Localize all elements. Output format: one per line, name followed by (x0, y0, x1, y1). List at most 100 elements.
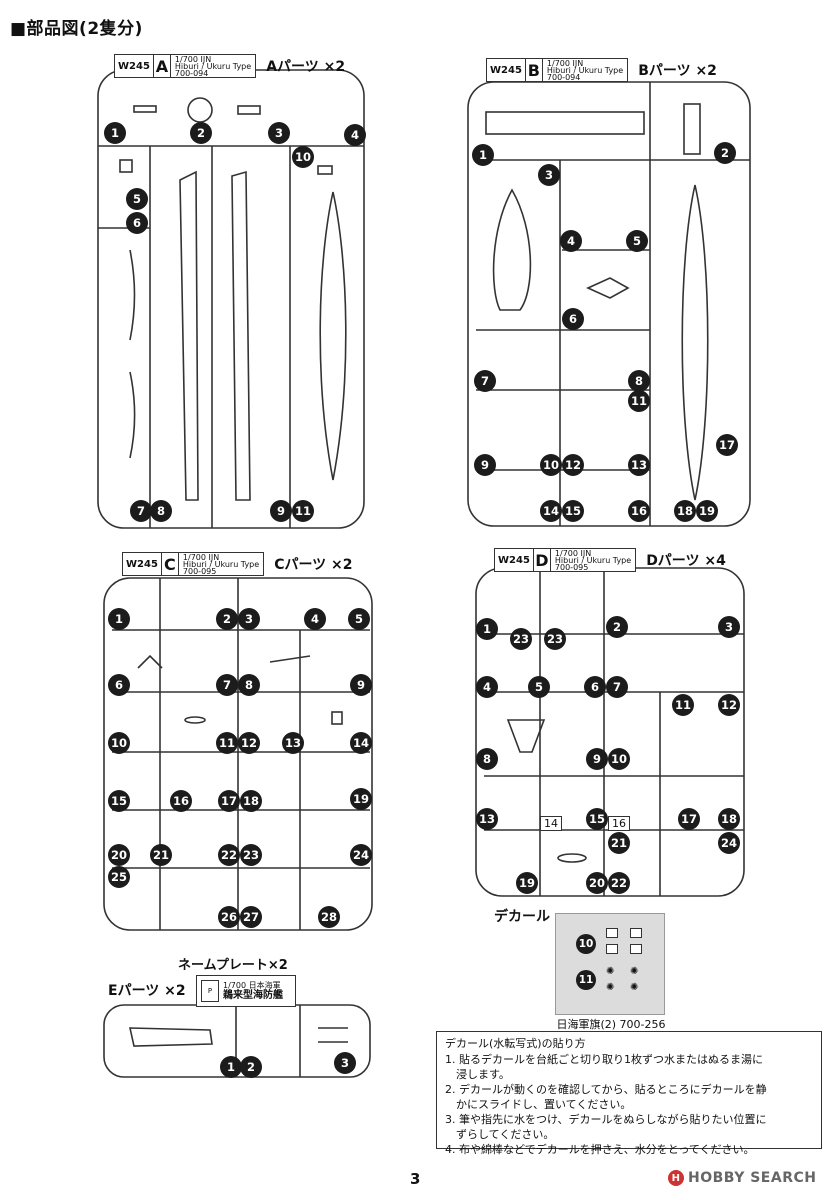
b-part-number: 18 (674, 500, 696, 522)
decal-label: 日海軍旗(2) 700-256 (556, 1018, 666, 1031)
a-part-number: 3 (268, 122, 290, 144)
nameplate-title: ネームプレート×2 (178, 958, 288, 973)
d-part-number: 17 (678, 808, 700, 830)
a-part-number: 4 (344, 124, 366, 146)
nameplate-icon: P (201, 980, 219, 1002)
b-part-number: 17 (716, 434, 738, 456)
d-part-number: 10 (608, 748, 630, 770)
decal-title: デカール (494, 909, 550, 925)
e-part-number: 1 (220, 1056, 242, 1078)
c-part-number: 15 (108, 790, 130, 812)
sprue-c-name: Cパーツ ×2 (274, 557, 353, 573)
a-part-2-dial (187, 97, 213, 123)
d-part-number: 23 (510, 628, 532, 650)
b-part-number: 13 (628, 454, 650, 476)
instruction-line: 2. デカールが動くのを確認してから、貼るところにデカールを静 (445, 1083, 767, 1096)
b-part-number: 3 (538, 164, 560, 186)
instruction-line: 1. 貼るデカールを台紙ごと切り取り1枚ずつ水またはぬるま湯に (445, 1053, 763, 1066)
c-part-number: 24 (350, 844, 372, 866)
nameplate-tag: P 1/700 日本海軍 鵜来型海防艦 (196, 975, 296, 1007)
c-part-number: 1 (108, 608, 130, 630)
b-part-number: 5 (626, 230, 648, 252)
flag-decal-icon (630, 928, 642, 938)
b-part-number: 10 (540, 454, 562, 476)
c-part-number: 27 (240, 906, 262, 928)
c-part-number: 22 (218, 844, 240, 866)
b-part-number: 6 (562, 308, 584, 330)
b-bow-deck (492, 188, 532, 311)
d-part-number: 8 (476, 748, 498, 770)
a-part-number: 11 (292, 500, 314, 522)
sprue-e-name: Eパーツ ×2 (108, 983, 186, 999)
b-part-number: 11 (628, 390, 650, 412)
page-number: 3 (410, 1170, 421, 1188)
b-hull-bottom (681, 184, 709, 501)
decal-instructions: デカール(水転写式)の貼り方 1. 貼るデカールを台紙ごと切り取り1枚ずつ水また… (436, 1031, 822, 1156)
decal-number: 10 (576, 934, 596, 954)
rising-sun-decal-icon: ✺ (606, 982, 615, 993)
c-part-number: 4 (304, 608, 326, 630)
instruction-line: かにスライドし、置いてください。 (445, 1098, 632, 1111)
c-part-number: 17 (218, 790, 240, 812)
c-part-number: 18 (240, 790, 262, 812)
c-part-number: 2 (216, 608, 238, 630)
b-bridge-part (683, 103, 701, 155)
c-part-number: 11 (216, 732, 238, 754)
c-part-number: 23 (240, 844, 262, 866)
d-part-number: 18 (718, 808, 740, 830)
sprue-a-frame (97, 69, 365, 529)
instruction-line: 4. 布や綿棒などでデカールを押さえ、水分をとってください。 (445, 1143, 755, 1156)
d-part-number: 23 (544, 628, 566, 650)
b-part-number: 16 (628, 500, 650, 522)
rising-sun-decal-icon: ✺ (630, 966, 639, 977)
rising-sun-decal-icon: ✺ (606, 966, 615, 977)
c-part-number: 14 (350, 732, 372, 754)
sprue-d-name: Dパーツ ×4 (646, 553, 726, 569)
e-part-number: 2 (240, 1056, 262, 1078)
d-part-number: 19 (516, 872, 538, 894)
b-part-number: 2 (714, 142, 736, 164)
rising-sun-decal-icon: ✺ (630, 982, 639, 993)
instruction-line: 浸します。 (445, 1068, 510, 1081)
c-part-number: 26 (218, 906, 240, 928)
d-part-number: 24 (718, 832, 740, 854)
a-rail-1 (129, 249, 136, 341)
a-part-number: 5 (126, 188, 148, 210)
hobbysearch-logo-icon: H (668, 1170, 684, 1186)
instruction-line: 3. 筆や指先に水をつけ、デカールをぬらしながら貼りたい位置に (445, 1113, 767, 1126)
c-part-number: 25 (108, 866, 130, 888)
c-part-number: 13 (282, 732, 304, 754)
d-part-number: 11 (672, 694, 694, 716)
d-part-number: 5 (528, 676, 550, 698)
a-part-number: 1 (104, 122, 126, 144)
d-part-number: 13 (476, 808, 498, 830)
d-square-label: 14 (540, 816, 562, 831)
sprue-b-name: Bパーツ ×2 (638, 63, 717, 79)
d-part-number: 2 (606, 616, 628, 638)
d-part-number: 21 (608, 832, 630, 854)
c-part-number: 6 (108, 674, 130, 696)
a-rail-2 (129, 371, 136, 459)
c-part-number: 3 (238, 608, 260, 630)
d-part-number: 15 (586, 808, 608, 830)
c-part-number: 8 (238, 674, 260, 696)
c-part-number: 12 (238, 732, 260, 754)
a-hull-side-right (231, 170, 251, 501)
c-part-number: 28 (318, 906, 340, 928)
b-part-number: 9 (474, 454, 496, 476)
d-part-number: 20 (586, 872, 608, 894)
c-part-number: 5 (348, 608, 370, 630)
a-hull-side-left (179, 170, 199, 501)
b-part-number: 4 (560, 230, 582, 252)
decal-number: 11 (576, 970, 596, 990)
d-part-number: 3 (718, 616, 740, 638)
e-deck-part (128, 1027, 213, 1047)
d-part-number: 22 (608, 872, 630, 894)
c-part-number: 20 (108, 844, 130, 866)
